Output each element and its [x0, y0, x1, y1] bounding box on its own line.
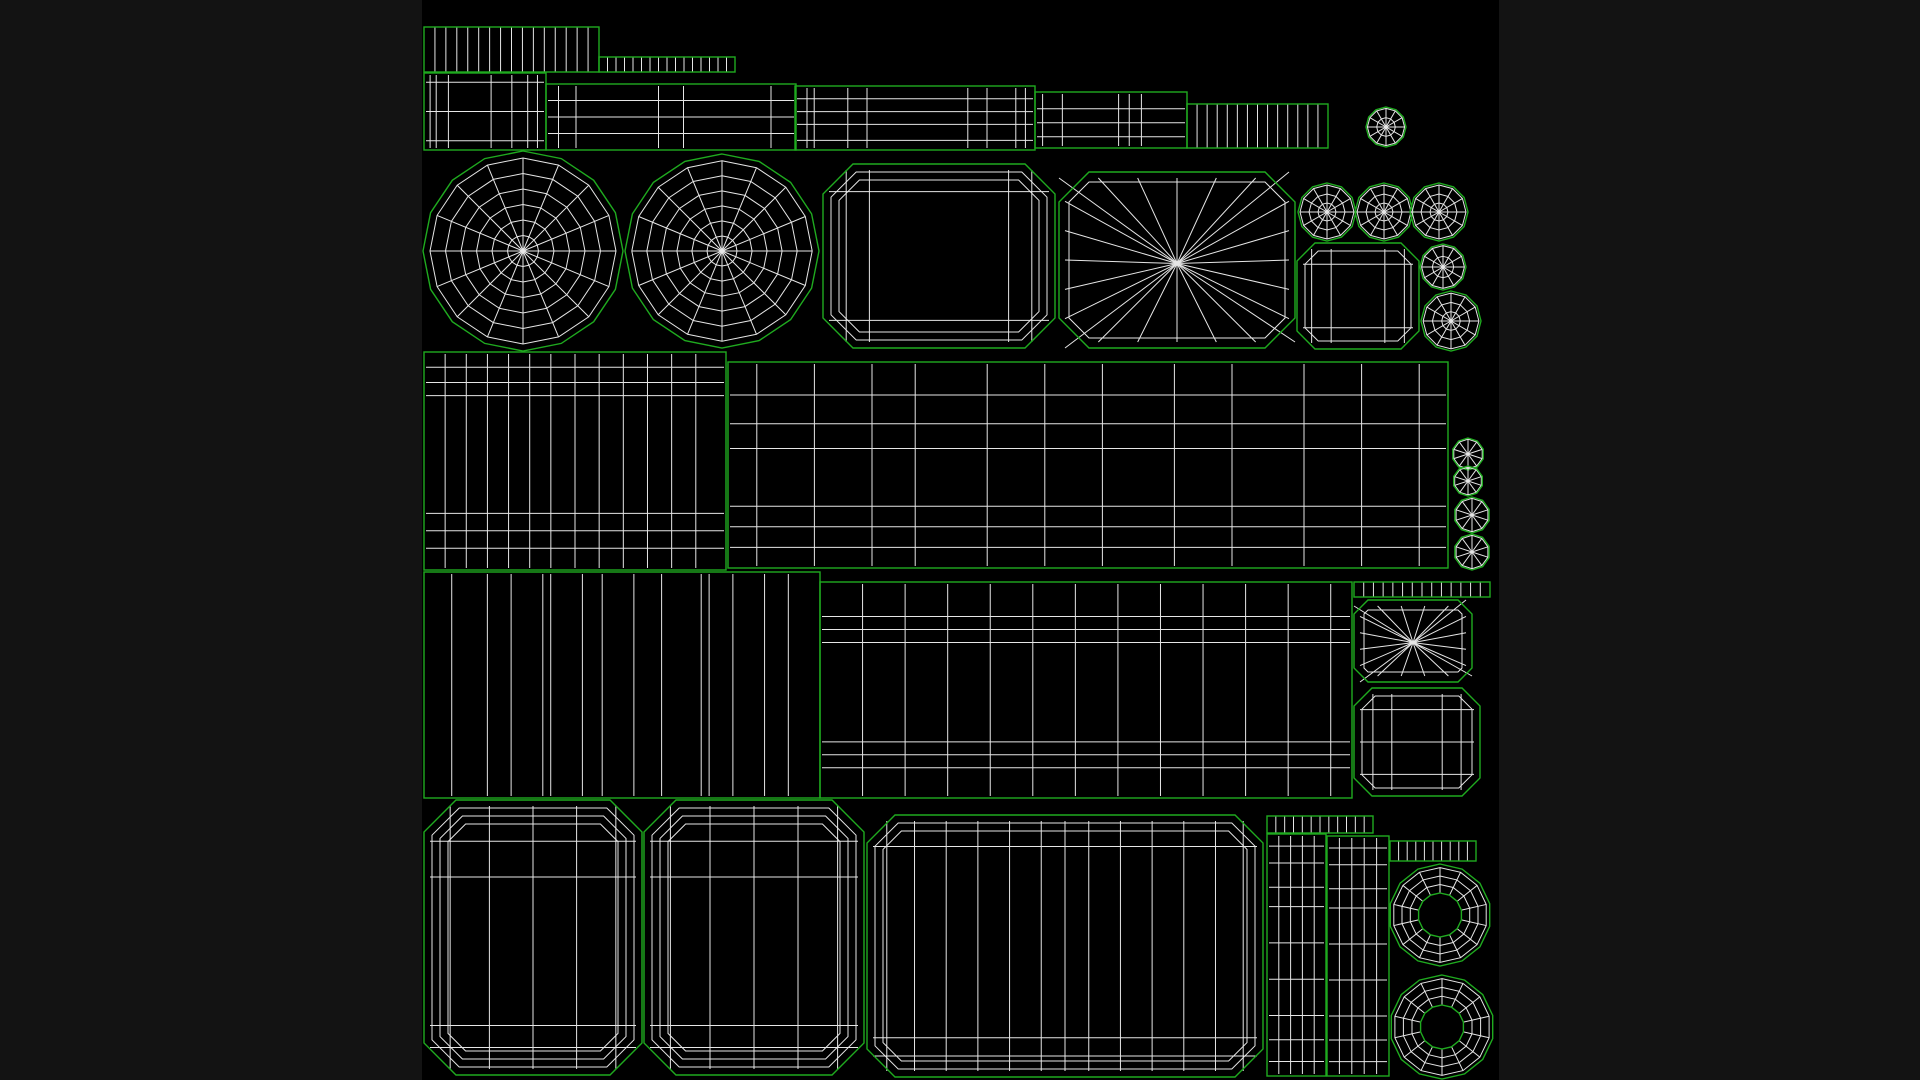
uv-body-strip-4: [819, 581, 1353, 799]
uv-fan-box-2: [1353, 599, 1473, 683]
uv-disc-tiny-5: [1454, 533, 1490, 571]
uv-disc-tiny-3: [1452, 465, 1484, 497]
uv-cap-box-2: [1296, 242, 1420, 350]
uv-cap-box-4: [423, 799, 643, 1076]
uv-tube-v-2: [1326, 835, 1390, 1077]
uv-layout-canvas: [422, 0, 1499, 1080]
uv-disc-large-1: [422, 150, 624, 352]
uv-ring-1: [1389, 863, 1491, 967]
uv-disc-tiny-2: [1452, 437, 1484, 471]
uv-cap-box-3: [1353, 687, 1481, 797]
uv-body-strip-2: [727, 361, 1449, 569]
uv-disc-small-5: [1420, 290, 1482, 352]
uv-cap-box-5: [643, 799, 865, 1076]
uv-disc-tiny-1: [1365, 106, 1407, 148]
uv-wireframe: [422, 26, 1494, 1080]
uv-disc-small-3: [1409, 182, 1469, 242]
uv-tube-v-1: [1266, 833, 1327, 1077]
uv-body-strip-3: [423, 571, 821, 799]
uv-cap-box-1: [822, 163, 1056, 349]
uv-fan-box-1: [1058, 171, 1296, 349]
uv-strip-e: [1186, 103, 1329, 149]
uv-ring-2: [1390, 974, 1494, 1080]
uv-tube-d: [1034, 91, 1188, 149]
uv-strip-top-b: [598, 56, 736, 73]
uv-strip-h: [1389, 840, 1477, 862]
uv-body-strip-1: [423, 351, 727, 571]
uv-cap-box-6: [866, 814, 1264, 1078]
uv-tube-b: [545, 83, 797, 151]
uv-disc-small-1: [1297, 182, 1357, 242]
uv-strip-f: [1353, 581, 1491, 598]
uv-disc-tiny-4: [1454, 496, 1490, 534]
uv-strip-top-a: [423, 26, 600, 73]
uv-disc-large-2: [624, 153, 820, 349]
uv-strip-g: [1266, 815, 1374, 834]
uv-disc-small-4: [1419, 243, 1467, 291]
uv-disc-small-2: [1354, 182, 1414, 242]
uv-tube-c: [794, 85, 1036, 151]
uv-tube-a: [423, 72, 547, 151]
